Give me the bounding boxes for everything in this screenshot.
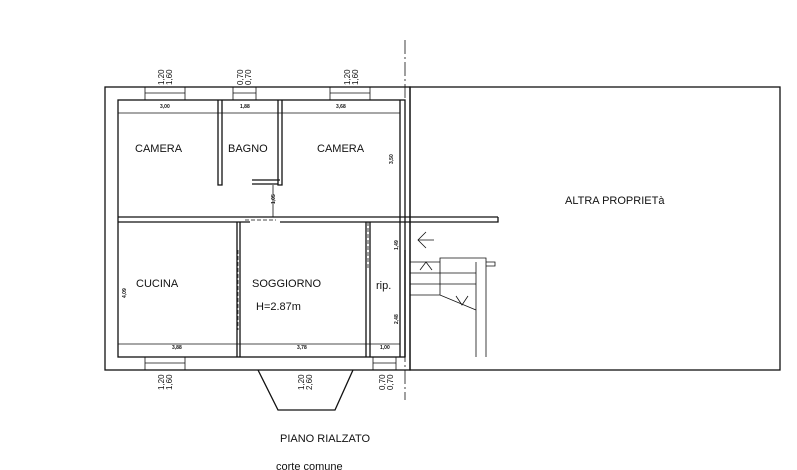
dimension-label: 1,05 <box>271 194 277 204</box>
dimension-label: 3,68 <box>336 104 346 110</box>
window-width: 1,20 <box>157 69 166 85</box>
plan-subtitle: corte comune <box>276 461 343 470</box>
room-label-cucina: CUCINA <box>136 278 179 290</box>
staircase <box>410 231 496 357</box>
ceiling-height: H=2.87m <box>256 301 301 313</box>
window-height: 0,70 <box>386 374 395 390</box>
dimension-label: 4,09 <box>122 288 128 298</box>
dimension-label: 1,49 <box>394 240 400 250</box>
room-label-rip: rip. <box>376 280 391 292</box>
windows <box>144 86 397 411</box>
dimension-label: 3,78 <box>297 345 307 351</box>
other-property-outline <box>409 86 781 371</box>
room-label-altra-proprieta: ALTRA PROPRIETà <box>565 195 665 207</box>
window-height: 0,70 <box>244 69 253 85</box>
walls <box>104 86 781 371</box>
dimension-label: 3,50 <box>389 154 395 164</box>
window-height: 1,60 <box>165 374 174 390</box>
window-width: 1,20 <box>343 69 352 85</box>
room-label-bagno: BAGNO <box>228 143 268 155</box>
window-width: 0,70 <box>236 69 245 85</box>
dimension-label: 2,48 <box>394 314 400 324</box>
window-height: 2,60 <box>305 374 314 390</box>
plan-title: PIANO RIALZATO <box>280 433 371 445</box>
room-label-soggiorno: SOGGIORNO <box>252 278 322 290</box>
dimension-label: 3,00 <box>160 104 170 110</box>
window-width: 0,70 <box>378 374 387 390</box>
window-height: 1,60 <box>351 69 360 85</box>
dimension-label: 3,88 <box>172 345 182 351</box>
dimension-label: 1,88 <box>240 104 250 110</box>
room-label-camera: CAMERA <box>135 143 183 155</box>
window-height: 1,60 <box>165 69 174 85</box>
room-label-camera: CAMERA <box>317 143 365 155</box>
window-dimensions: 1,20 1,60 0,70 0,70 1,20 1,60 1,20 1,60 … <box>157 69 395 390</box>
window-width: 1,20 <box>297 374 306 390</box>
window-width: 1,20 <box>157 374 166 390</box>
dimension-label: 1,00 <box>380 345 390 351</box>
